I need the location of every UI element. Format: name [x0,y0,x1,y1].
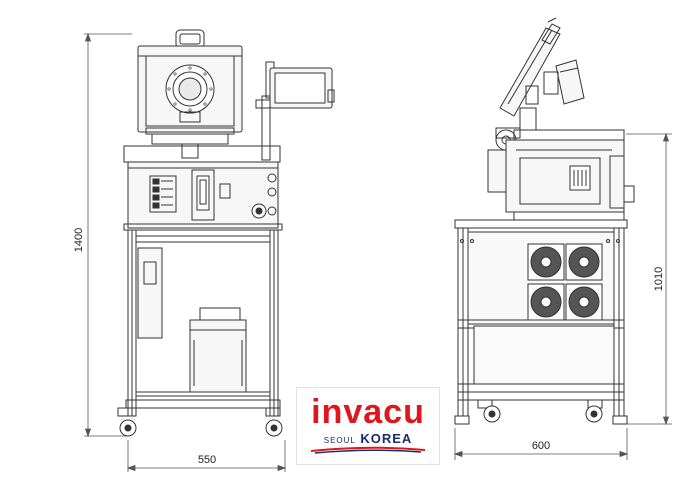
front-casters [117,407,283,437]
logo-wordmark: invacu [311,393,425,431]
side-view [453,17,672,460]
logo-swoosh-icon [311,446,425,454]
front-height-dimension [84,32,132,438]
side-height-dimension [626,132,672,426]
side-casters [454,399,628,425]
company-logo: invacu SEOUL KOREA [296,387,440,465]
logo-city: SEOUL [323,436,356,445]
logo-country: KOREA [360,431,413,446]
side-height-label: 1010 [653,267,665,291]
indicator-panel [149,175,177,213]
control-knobs [251,173,277,219]
side-width-dimension [453,428,629,460]
side-width-label: 600 [532,440,550,452]
front-width-label: 550 [198,454,216,466]
tilted-camera-arm [492,17,585,151]
logo-tagline: SEOUL KOREA [297,432,439,448]
front-height-label: 1400 [73,228,85,252]
cooling-fans [527,243,603,321]
front-width-dimension [126,440,287,472]
front-view [84,29,335,472]
